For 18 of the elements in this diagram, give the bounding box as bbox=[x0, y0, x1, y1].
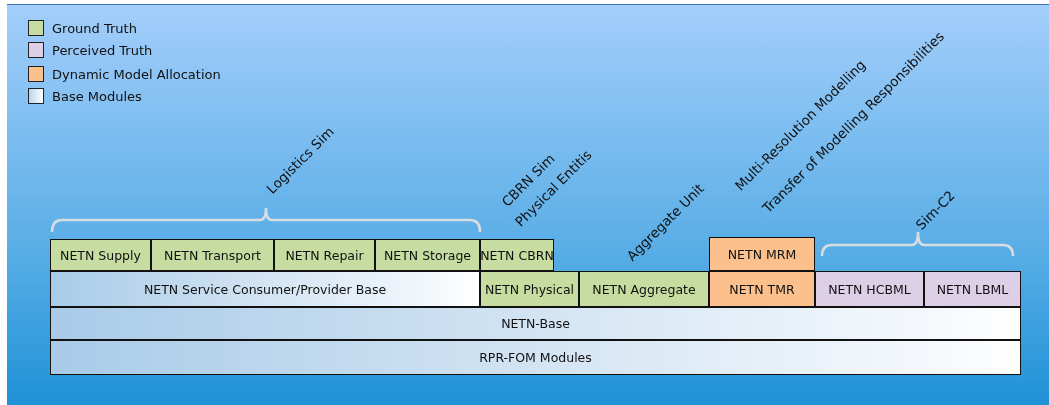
module-box: NETN Physical bbox=[480, 271, 579, 307]
module-box: NETN LBML bbox=[924, 271, 1021, 307]
module-box: NETN Repair bbox=[274, 239, 375, 271]
legend-label: Dynamic Model Allocation bbox=[52, 66, 221, 82]
legend-label: Base Modules bbox=[52, 88, 142, 104]
legend-label: Ground Truth bbox=[52, 20, 137, 36]
base-module-bar: RPR-FOM Modules bbox=[50, 340, 1021, 375]
module-box: NETN Supply bbox=[50, 239, 151, 271]
module-box: NETN MRM bbox=[709, 237, 815, 271]
module-box: NETN Transport bbox=[151, 239, 274, 271]
module-box: NETN TMR bbox=[709, 271, 815, 307]
legend-label: Perceived Truth bbox=[52, 42, 153, 58]
module-box: NETN Storage bbox=[375, 239, 480, 271]
module-box: NETN HCBML bbox=[815, 271, 924, 307]
module-box: NETN Aggregate bbox=[579, 271, 709, 307]
base-module-bar: NETN-Base bbox=[50, 307, 1021, 340]
module-box: NETN CBRN bbox=[480, 239, 554, 271]
base-module-bar: NETN Service Consumer/Provider Base bbox=[50, 271, 480, 307]
